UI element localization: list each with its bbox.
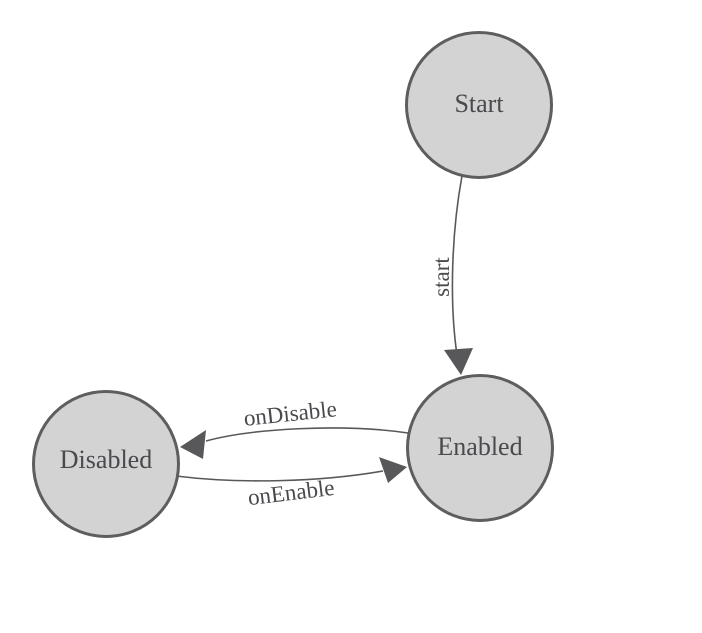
transition-enabled-to-disabled-path[interactable] bbox=[205, 427, 409, 442]
state-label-start: Start bbox=[454, 89, 504, 118]
transition-label-start: start bbox=[429, 257, 454, 297]
state-node-disabled[interactable]: Disabled bbox=[32, 390, 180, 538]
state-circle-start[interactable] bbox=[405, 31, 553, 179]
state-circle-enabled[interactable] bbox=[406, 374, 554, 522]
transition-label-ondisable: onDisable bbox=[243, 396, 338, 431]
transition-start-to-enabled[interactable]: start bbox=[429, 175, 473, 375]
state-node-enabled[interactable]: Enabled bbox=[406, 374, 554, 522]
arrowhead-icon bbox=[444, 348, 473, 375]
state-circle-disabled[interactable] bbox=[32, 390, 180, 538]
arrowhead-icon bbox=[180, 430, 206, 459]
state-label-enabled: Enabled bbox=[437, 432, 522, 461]
state-node-start[interactable]: Start bbox=[405, 31, 553, 179]
state-label-disabled: Disabled bbox=[60, 445, 152, 474]
transition-enabled-to-disabled[interactable]: onDisable bbox=[180, 396, 409, 459]
transition-start-to-enabled-path[interactable] bbox=[451, 175, 463, 356]
arrowhead-icon bbox=[379, 457, 407, 483]
transition-disabled-to-enabled[interactable]: onEnable bbox=[175, 457, 407, 510]
transition-disabled-to-enabled-path[interactable] bbox=[175, 470, 384, 482]
